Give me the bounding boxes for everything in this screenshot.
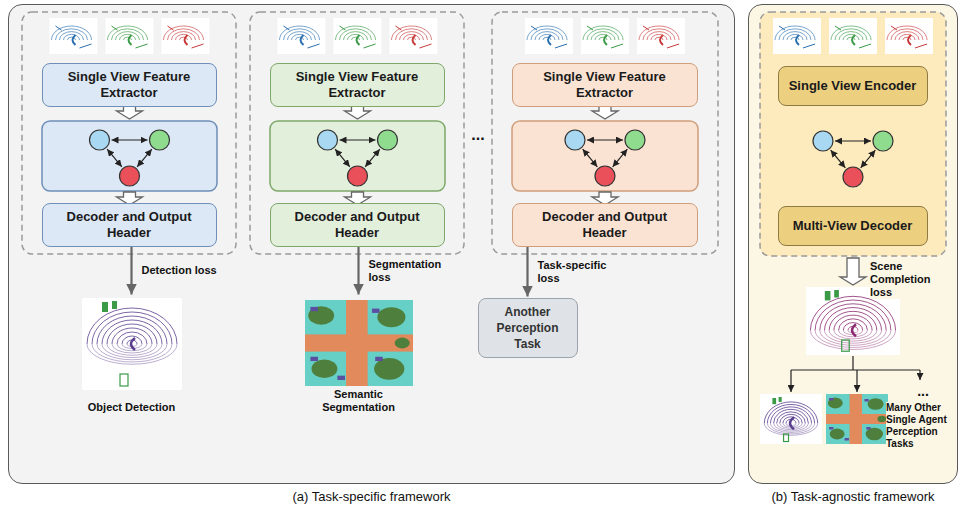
ellipsis-mark: ... <box>910 383 936 399</box>
box-label: Single View Feature Extractor <box>51 69 208 101</box>
box-label: Multi-View Decoder <box>793 218 913 234</box>
lidar-thumbnail <box>885 18 933 54</box>
encoder-box: Single View Encoder <box>778 66 928 106</box>
box-label: Single View Feature Extractor <box>521 69 689 101</box>
decoder-box: Decoder and Output Header <box>512 203 698 247</box>
flow-arrow <box>345 192 371 205</box>
detection-image <box>82 298 182 390</box>
panel-caption: (b) Task-agnostic framework <box>749 489 957 504</box>
box-label: Decoder and Output Header <box>51 209 208 241</box>
fusion-box <box>512 121 698 191</box>
agent-graph <box>318 130 398 186</box>
framework-panel: (a) Task-specific frameworkSingle View F… <box>8 4 735 484</box>
output-image: Semantic Segmentation <box>300 296 418 414</box>
box-label: Single View Feature Extractor <box>279 69 436 101</box>
image-caption: Semantic Segmentation <box>300 388 418 414</box>
detection-image <box>760 394 822 444</box>
flow-arrow <box>840 258 866 285</box>
segmentation-image <box>305 300 413 386</box>
feature-extractor-box: Single View Feature Extractor <box>512 63 698 107</box>
model-bracket <box>22 12 236 254</box>
decoder-box: Multi-View Decoder <box>778 206 928 246</box>
lidar-thumbnail <box>106 18 154 54</box>
loss-arrow <box>526 247 528 297</box>
agent-graph <box>565 130 645 186</box>
loss-label: Task-specific loss <box>536 259 624 285</box>
lidar-thumbnail <box>829 18 877 54</box>
model-bracket <box>760 12 946 256</box>
box-label: Decoder and Output Header <box>521 209 689 241</box>
model-bracket <box>492 12 718 254</box>
lidar-thumbnail <box>278 18 326 54</box>
feature-extractor-box: Single View Feature Extractor <box>42 63 217 107</box>
decoder-box: Decoder and Output Header <box>270 203 445 247</box>
flow-arrow <box>345 106 371 119</box>
loss-label: Detection loss <box>140 264 219 277</box>
lidar-thumbnail <box>390 18 438 54</box>
branch-line <box>791 356 920 370</box>
branch-arrow <box>856 370 857 392</box>
lidar-thumbnail <box>637 18 685 54</box>
note-label: Scene Completion loss <box>870 260 954 299</box>
flow-arrow <box>117 192 143 205</box>
agent-graph <box>90 130 170 186</box>
lidar-thumbnail <box>525 18 573 54</box>
branch-arrow <box>790 370 791 392</box>
note-label: Many Other Single Agent Perception Tasks <box>886 402 956 450</box>
lidar-thumbnail <box>162 18 210 54</box>
output-image: Object Detection <box>72 296 192 414</box>
flow-arrow <box>592 106 618 119</box>
task-box: Another Perception Task <box>478 298 578 358</box>
ellipsis-mark: ... <box>467 126 489 144</box>
lidar-thumbnail <box>581 18 629 54</box>
decoder-box: Decoder and Output Header <box>42 203 217 247</box>
lidar-thumbnail <box>50 18 98 54</box>
box-label: Decoder and Output Header <box>279 209 436 241</box>
agent-graph <box>813 131 893 187</box>
image-caption: Object Detection <box>88 401 175 414</box>
loss-arrow <box>357 247 359 295</box>
segmentation-image <box>826 394 888 444</box>
lidar-thumbnail <box>773 18 821 54</box>
panel-caption: (a) Task-specific framework <box>9 489 734 504</box>
box-label: Another Perception Task <box>487 304 569 352</box>
fusion-box <box>270 121 445 191</box>
fusion-box <box>42 121 217 191</box>
loss-arrow <box>130 247 132 295</box>
feature-extractor-box: Single View Feature Extractor <box>270 63 445 107</box>
model-bracket <box>250 12 464 254</box>
box-label: Single View Encoder <box>789 78 917 94</box>
lidar-thumbnail <box>334 18 382 54</box>
flow-arrow <box>592 192 618 205</box>
flow-arrow <box>117 106 143 119</box>
loss-label: Segmentation loss <box>367 258 455 284</box>
branch-arrow <box>919 370 920 380</box>
